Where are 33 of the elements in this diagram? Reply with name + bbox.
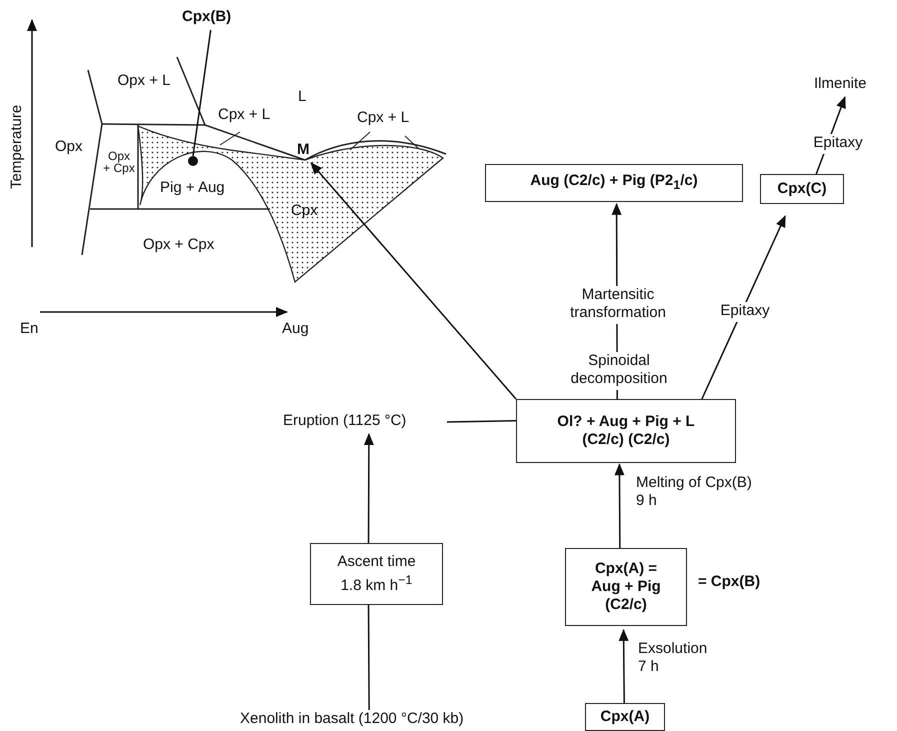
connector-line — [368, 605, 370, 710]
leader-arrow — [310, 162, 517, 400]
arrow — [701, 215, 786, 400]
phase-field-label: Cpx — [291, 202, 319, 221]
axis-title: Temperature — [8, 104, 26, 192]
phase-field-label: Opx — [55, 138, 84, 157]
phase-field-label: Opx + L — [116, 72, 172, 91]
phase-field-label: Opx + Cpx — [143, 236, 216, 255]
mineral-box: Cpx(A) = Aug + Pig (C2/c) — [565, 548, 687, 626]
axis-end-label: Aug — [282, 320, 310, 339]
point-label: M — [297, 141, 319, 161]
arrow — [364, 433, 374, 543]
assemblage-box: Ol? + Aug + Pig + L (C2/c) (C2/c) — [516, 399, 736, 463]
point-label: Cpx(B) — [182, 8, 252, 30]
phase-field-label: Cpx + L — [357, 109, 410, 128]
mineral-box: Cpx(C) — [760, 174, 844, 204]
phase-field-label: Cpx + L — [218, 106, 272, 125]
axis-end-label: En — [20, 320, 40, 339]
product-label: Ilmenite — [814, 75, 886, 95]
arrow — [618, 628, 629, 703]
phase-field-label: L — [298, 88, 308, 107]
equivalence-label: = Cpx(B) — [698, 573, 762, 591]
mineral-box: Aug (C2/c) + Pig (P2$_{1}$/c) — [485, 164, 743, 202]
phase-field-label: Pig + Aug — [160, 179, 226, 198]
composition-point — [188, 156, 198, 166]
source-label: Xenolith in basalt (1200 °C/30 kb) — [240, 710, 558, 730]
arrow — [614, 463, 624, 548]
connector-line — [446, 420, 516, 423]
mineral-box: Cpx(A) — [585, 703, 665, 731]
phase-field-label: Opx + Cpx — [103, 150, 135, 177]
event-label: Eruption (1125 °C) — [283, 412, 447, 432]
leader-line — [192, 30, 212, 156]
ascent-box: Ascent time 1.8 km h$^{−1}$ — [310, 543, 443, 605]
